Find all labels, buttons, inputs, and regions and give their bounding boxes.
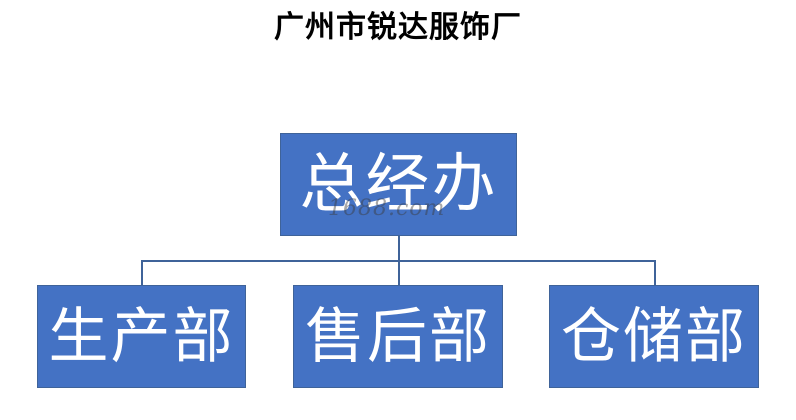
org-node-warehouse: 仓储部: [549, 285, 759, 388]
org-node-warehouse-label: 仓储部: [561, 301, 747, 372]
org-node-root: 总经办: [280, 133, 517, 236]
org-node-root-label: 总经办: [299, 147, 498, 222]
org-node-production: 生产部: [37, 285, 246, 388]
org-node-after-sales: 售后部: [293, 285, 503, 388]
watermark: 1688.com: [328, 196, 446, 221]
org-node-after-sales-label: 售后部: [305, 301, 491, 372]
chart-title: 广州市锐达服饰厂: [274, 10, 522, 45]
org-node-production-label: 生产部: [48, 301, 235, 372]
